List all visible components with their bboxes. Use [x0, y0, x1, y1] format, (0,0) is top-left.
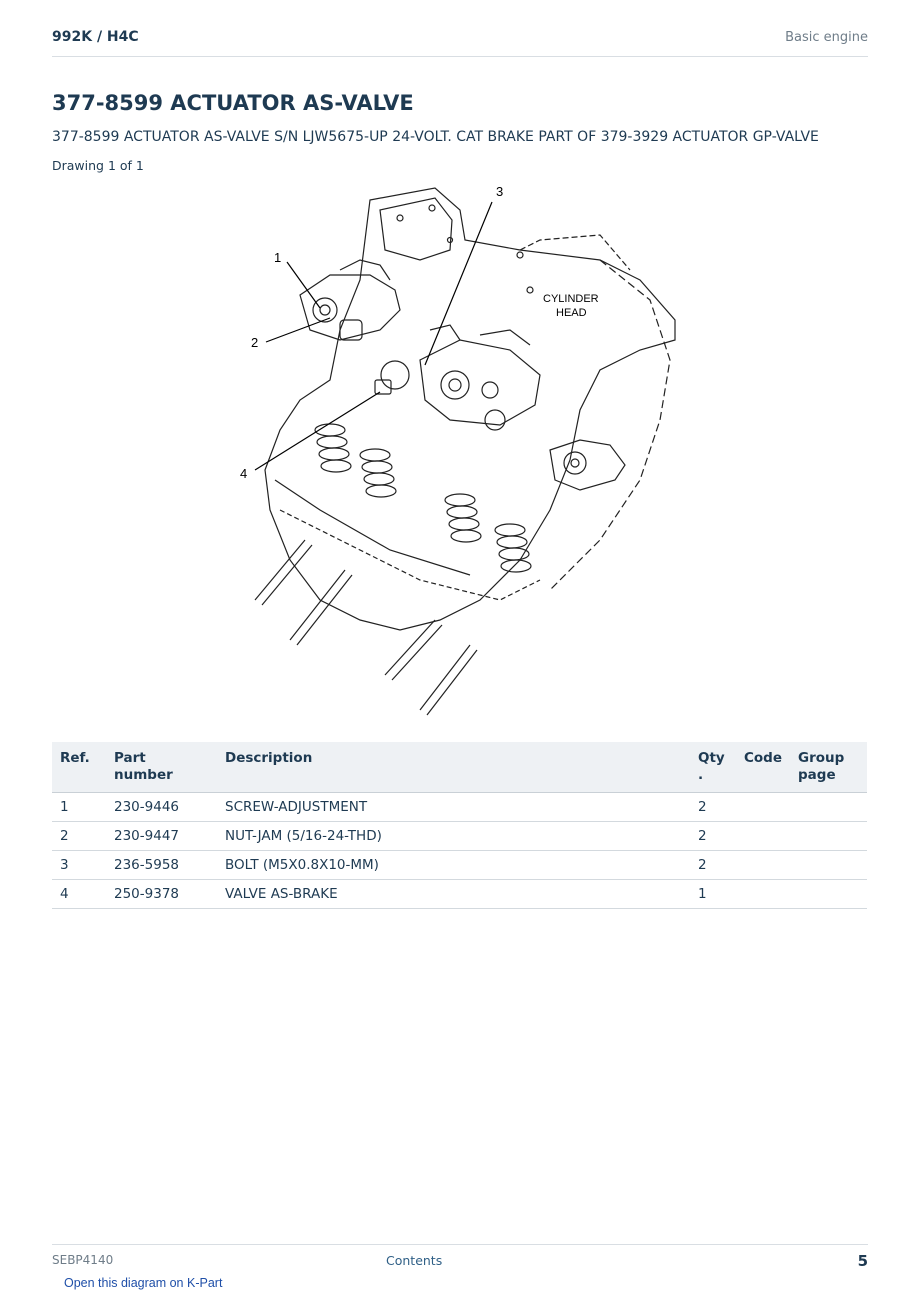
cell-qty: 1: [690, 879, 736, 909]
cell-description: VALVE AS-BRAKE: [217, 879, 690, 909]
cell-description: BOLT (M5X0.8X10-MM): [217, 850, 690, 880]
cell-code: [736, 821, 791, 851]
header-code: Code: [736, 742, 791, 793]
cell-part-number: 230-9446: [106, 792, 217, 822]
cell-ref: 1: [52, 792, 106, 822]
footer-divider: [52, 1244, 868, 1245]
page-subtitle: 377-8599 ACTUATOR AS-VALVE S/N LJW5675-U…: [52, 129, 819, 145]
cell-qty: 2: [690, 792, 736, 822]
cell-description: NUT-JAM (5/16-24-THD): [217, 821, 690, 851]
header-group-line2: page: [798, 767, 836, 783]
breadcrumb: 992K / H4C: [52, 29, 139, 45]
cell-group-page: [790, 792, 867, 822]
document-id: SEBP4140: [52, 1253, 114, 1267]
callout-2: 2: [251, 335, 258, 350]
callout-3: 3: [496, 184, 503, 199]
table-header-row: Ref. Part number Description Qty. Code G…: [52, 742, 867, 793]
table-row: 2 230-9447 NUT-JAM (5/16-24-THD) 2: [52, 821, 867, 851]
cell-part-number: 230-9447: [106, 821, 217, 851]
head-label: HEAD: [556, 307, 587, 319]
cell-code: [736, 879, 791, 909]
cell-qty: 2: [690, 821, 736, 851]
table-row: 3 236-5958 BOLT (M5X0.8X10-MM) 2: [52, 850, 867, 880]
cell-part-number: 250-9378: [106, 879, 217, 909]
callout-4: 4: [240, 466, 247, 481]
header-part-number: Part number: [106, 742, 217, 793]
engine-cylinder-head-illustration: 1 2 3 4 CYLINDER HEAD: [240, 184, 676, 716]
section-name: Basic engine: [785, 30, 868, 45]
header-description: Description: [217, 742, 690, 793]
header-qty-line1: Qty: [698, 750, 725, 766]
page-title: 377-8599 ACTUATOR AS-VALVE: [52, 91, 414, 115]
cell-group-page: [790, 879, 867, 909]
cell-description: SCREW-ADJUSTMENT: [217, 792, 690, 822]
cell-code: [736, 850, 791, 880]
callout-1: 1: [274, 250, 281, 265]
header-group-line1: Group: [798, 750, 845, 766]
contents-link[interactable]: Contents: [386, 1253, 443, 1268]
page-header: 992K / H4C Basic engine: [52, 0, 868, 57]
drawing-label: Drawing 1 of 1: [52, 158, 144, 173]
cell-ref: 3: [52, 850, 106, 880]
header-qty: Qty.: [690, 742, 736, 793]
table-row: 1 230-9446 SCREW-ADJUSTMENT 2: [52, 792, 867, 822]
parts-table: Ref. Part number Description Qty. Code G…: [52, 742, 867, 909]
table-row: 4 250-9378 VALVE AS-BRAKE 1: [52, 879, 867, 909]
cell-ref: 4: [52, 879, 106, 909]
cell-group-page: [790, 850, 867, 880]
exploded-parts-drawing: 1 2 3 4 CYLINDER HEAD: [220, 180, 700, 720]
cell-group-page: [790, 821, 867, 851]
header-qty-line2: .: [698, 767, 704, 783]
cell-ref: 2: [52, 821, 106, 851]
cylinder-label: CYLINDER: [543, 293, 599, 305]
cell-qty: 2: [690, 850, 736, 880]
cell-code: [736, 792, 791, 822]
open-in-kpart-link[interactable]: Open this diagram on K-Part: [64, 1276, 223, 1290]
page-number: 5: [857, 1252, 868, 1270]
cell-part-number: 236-5958: [106, 850, 217, 880]
header-ref: Ref.: [52, 742, 106, 793]
